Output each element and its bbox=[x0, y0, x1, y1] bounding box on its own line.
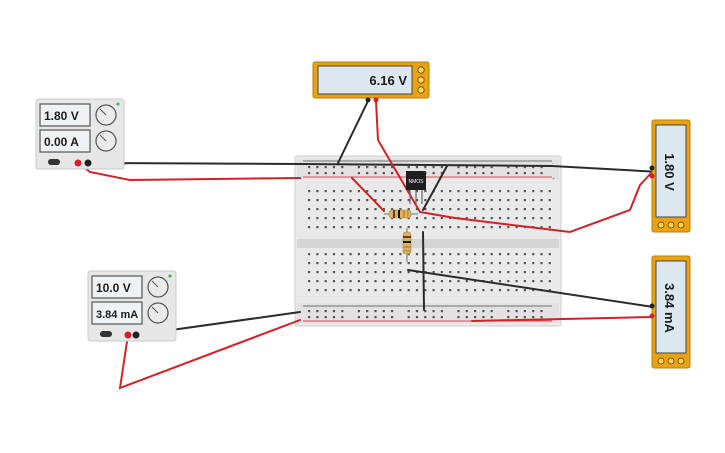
supply2-power-switch[interactable] bbox=[100, 331, 112, 337]
meter-right-upper-probe-positive[interactable] bbox=[649, 173, 655, 179]
power-supply-2[interactable]: 10.0 V 3.84 mA bbox=[87, 270, 177, 342]
meter-top-probe-negative[interactable] bbox=[365, 97, 371, 103]
supply1-terminal-positive[interactable] bbox=[84, 159, 92, 167]
supply2-voltage-readout: 10.0 V bbox=[96, 281, 131, 295]
supply2-terminal-negative[interactable] bbox=[124, 331, 132, 339]
meter-right-lower-button-2[interactable] bbox=[667, 357, 675, 365]
meter-right-upper-reading: 1.80 V bbox=[662, 153, 677, 191]
resistor-vertical[interactable] bbox=[402, 228, 412, 262]
supply2-current-readout: 3.84 mA bbox=[96, 309, 138, 321]
svg-text:+: + bbox=[552, 176, 555, 181]
wire-red-meter-top bbox=[375, 100, 653, 234]
wire-black-meter-lower bbox=[407, 269, 661, 309]
supply1-current-readout: 0.00 A bbox=[44, 135, 79, 149]
breadboard[interactable]: - + - + bbox=[294, 155, 562, 327]
meter-top-reading: 6.16 V bbox=[369, 73, 407, 88]
meter-top-button-2[interactable] bbox=[417, 76, 425, 84]
supply1-terminal-negative[interactable] bbox=[74, 159, 82, 167]
meter-right-upper-button-3[interactable] bbox=[677, 221, 685, 229]
meter-right-lower-button-3[interactable] bbox=[677, 357, 685, 365]
supply2-terminal-positive[interactable] bbox=[132, 331, 140, 339]
wire-red-supply2 bbox=[118, 319, 301, 390]
meter-right-upper-button-1[interactable] bbox=[657, 221, 665, 229]
wire-black-meter-top bbox=[337, 100, 369, 164]
power-supply-1[interactable]: 1.80 V 0.00 A bbox=[35, 98, 125, 170]
resistor-horizontal[interactable] bbox=[384, 209, 418, 219]
svg-text:-: - bbox=[552, 161, 554, 166]
meter-top-button-3[interactable] bbox=[417, 86, 425, 94]
nmos-transistor[interactable]: NMOS bbox=[406, 171, 426, 204]
supply1-voltage-readout: 1.80 V bbox=[44, 109, 79, 123]
meter-right-lower-probe-positive[interactable] bbox=[649, 313, 655, 319]
meter-top-button-1[interactable] bbox=[417, 66, 425, 74]
meter-right-lower-button-1[interactable] bbox=[657, 357, 665, 365]
meter-right-lower-probe-negative[interactable] bbox=[649, 303, 655, 309]
meter-right-lower-reading: 3.84 mA bbox=[662, 283, 677, 333]
wires bbox=[77, 100, 661, 390]
multimeter-right-lower[interactable]: 3.84 mA bbox=[649, 255, 691, 369]
multimeter-top[interactable]: 6.16 V bbox=[312, 61, 430, 103]
transistor-label: NMOS bbox=[409, 179, 425, 185]
multimeter-right-upper[interactable]: 1.80 V bbox=[649, 119, 691, 233]
wire-black-vertical bbox=[422, 231, 425, 311]
wire-black-transistor-gate bbox=[422, 165, 448, 211]
meter-right-upper-button-2[interactable] bbox=[667, 221, 675, 229]
breadboard-holes bbox=[308, 166, 551, 319]
meter-right-upper-probe-negative[interactable] bbox=[649, 165, 655, 171]
wire-red-meter-lower bbox=[471, 316, 653, 322]
meter-top-probe-positive[interactable] bbox=[373, 97, 379, 103]
wire-black-supply1 bbox=[87, 162, 661, 173]
wire-red-rail-resistor bbox=[351, 177, 385, 212]
supply1-power-switch[interactable] bbox=[48, 159, 60, 165]
